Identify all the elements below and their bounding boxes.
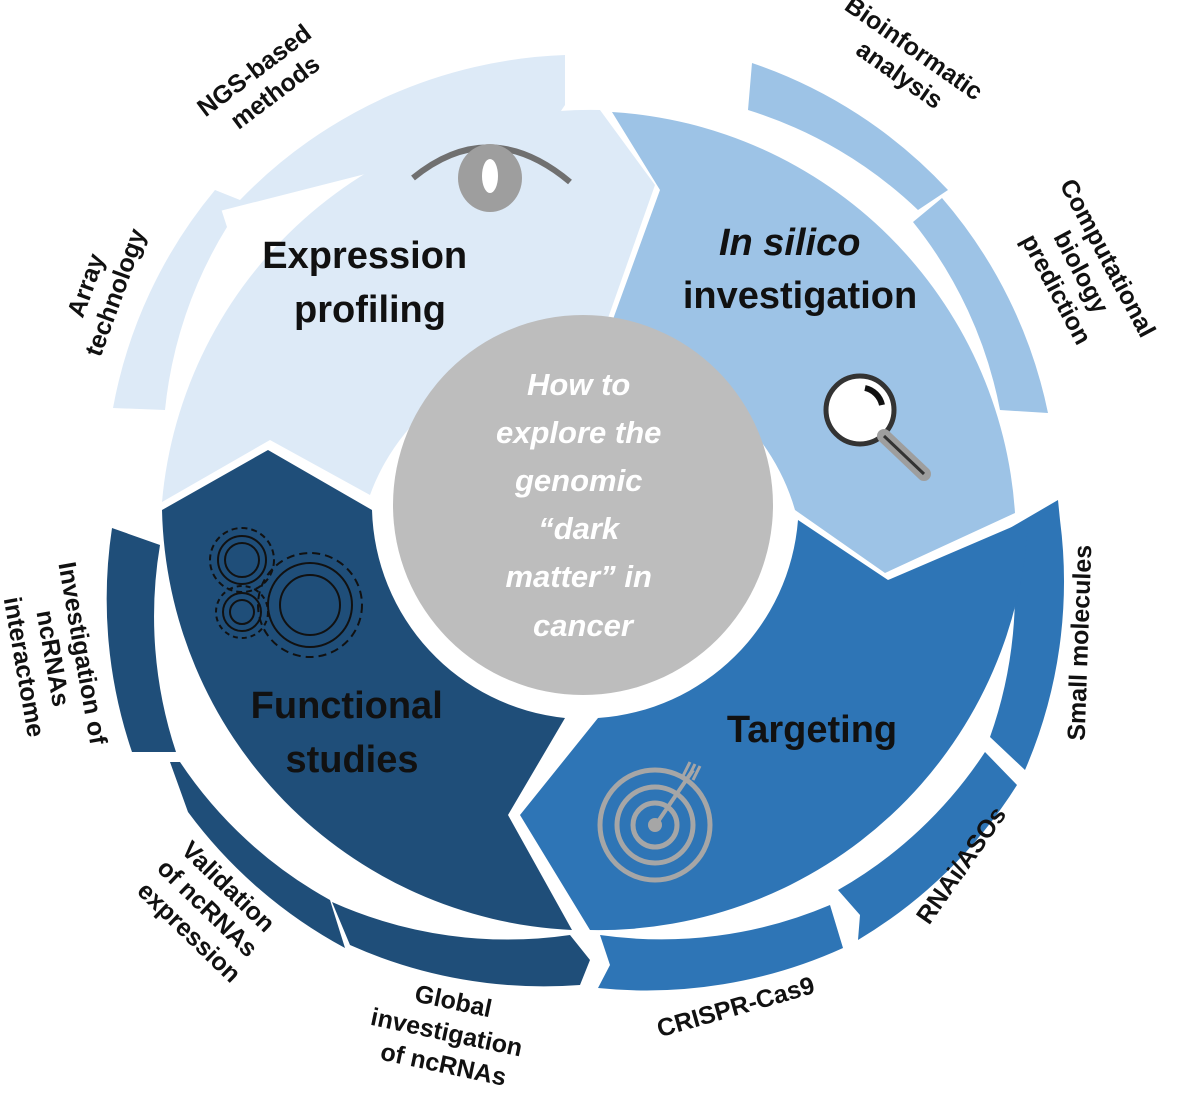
label-global-investigation: Global investigation of ncRNAs xyxy=(362,972,539,1095)
quadrant-targeting xyxy=(520,520,1028,931)
ring-segment-ngs xyxy=(212,55,565,213)
ring-segment-global xyxy=(332,902,590,987)
center-line-6: cancer xyxy=(533,608,635,643)
ring-segment-interactome xyxy=(106,528,176,752)
eye-icon xyxy=(411,144,572,212)
title-functional-studies: Functional studies xyxy=(251,685,454,781)
title-targeting-line-1: Targeting xyxy=(727,709,897,751)
title-targeting: Targeting xyxy=(727,709,897,751)
ring-segment-crispr xyxy=(598,905,843,991)
ring-segment-array xyxy=(113,190,227,410)
label-interactome: Investigation of ncRNAs interactome xyxy=(0,560,113,764)
title-in-silico-line-2: investigation xyxy=(683,275,917,317)
title-expression-line-1: Expression xyxy=(262,235,467,277)
quadrant-expression-profiling xyxy=(162,109,655,502)
target-icon xyxy=(597,761,713,883)
label-small-molecules: Small molecules xyxy=(1063,544,1098,741)
outer-ring xyxy=(106,55,1064,991)
ring-segment-small-molecules xyxy=(990,500,1064,770)
label-validation-expression: Validation of ncRNAs expression xyxy=(131,832,289,989)
center-line-5: matter” in xyxy=(505,559,651,594)
title-in-silico: In silico investigation xyxy=(683,222,917,317)
center-line-1: How to xyxy=(527,367,630,402)
ring-segment-computational xyxy=(913,198,1048,413)
center-circle xyxy=(393,315,773,695)
ring-segment-bioinformatic xyxy=(748,63,948,210)
center-question: How to explore the genomic “dark matter”… xyxy=(496,367,670,643)
center-line-4: “dark xyxy=(538,511,621,546)
center-line-2: explore the xyxy=(496,415,661,450)
ring-segment-rnai xyxy=(838,752,1017,940)
center-line-3: genomic xyxy=(514,463,642,498)
title-expression-profiling: Expression profiling xyxy=(262,235,477,331)
magnifier-icon xyxy=(823,373,931,481)
ring-segment-validation xyxy=(170,762,345,948)
gears-icon xyxy=(209,527,363,658)
label-ngs-methods: NGS-based methods xyxy=(192,15,340,147)
title-in-silico-line-1: In silico xyxy=(719,222,860,264)
title-expression-line-2: profiling xyxy=(294,289,446,331)
title-functional-line-2: studies xyxy=(285,739,418,781)
title-functional-line-1: Functional xyxy=(251,685,443,727)
